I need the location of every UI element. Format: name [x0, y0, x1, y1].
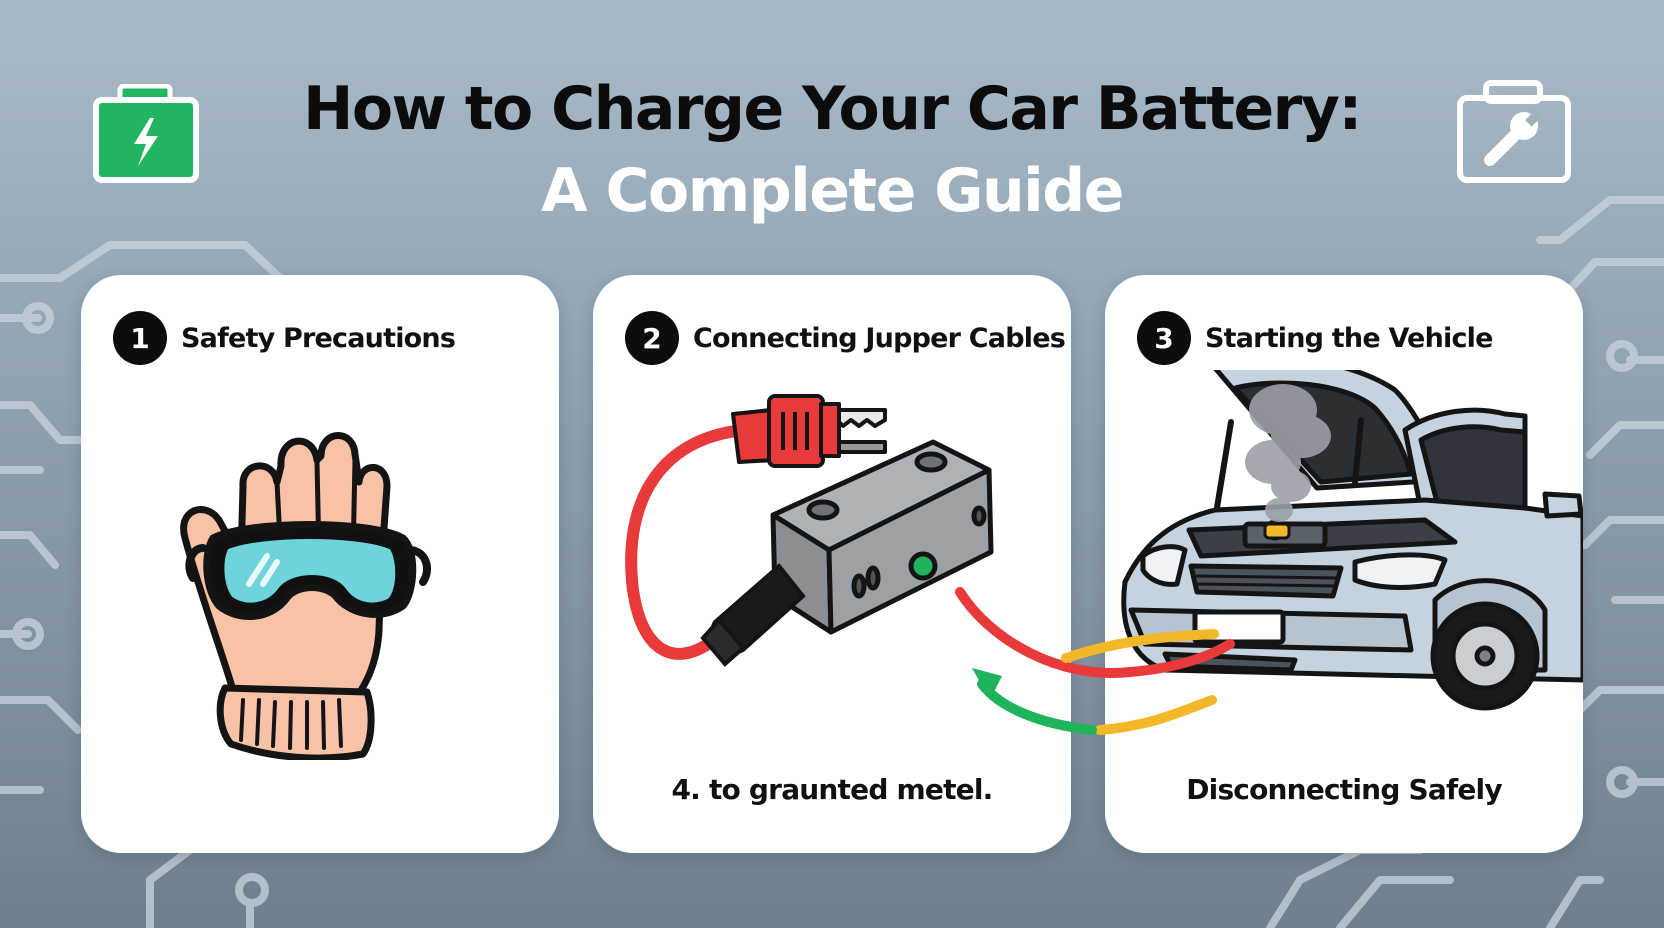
step-caption: Disconnecting Safely — [1186, 773, 1502, 806]
step-caption: 4. to graunted metel. — [671, 773, 994, 806]
step-header: 1 Safety Precautions — [113, 311, 456, 365]
page-title: How to Charge Your Car Battery: A Comple… — [0, 66, 1664, 230]
step-card-3: 3 Starting the Vehicle — [1105, 275, 1583, 853]
step-number-badge: 3 — [1137, 311, 1191, 365]
glove-goggles-icon — [180, 432, 431, 760]
step-header: 3 Starting the Vehicle — [1137, 311, 1493, 365]
step-title: Connecting Jupper Cables — [693, 322, 1066, 354]
step-title: Safety Precautions — [181, 322, 456, 354]
step-number-badge: 1 — [113, 311, 167, 365]
title-line-2: A Complete Guide — [541, 156, 1124, 226]
step-card-1: 1 Safety Precautions — [81, 275, 559, 853]
step-card-2: 2 Connecting Jupper Cables — [593, 275, 1071, 853]
title-line-1: How to Charge Your Car Battery: — [303, 74, 1362, 144]
step-number-badge: 2 — [625, 311, 679, 365]
jumper-cable-clamp-icon — [625, 394, 994, 667]
step-title: Starting the Vehicle — [1205, 322, 1493, 354]
battery-wrench-icon — [1457, 80, 1571, 183]
car-open-hood-icon — [1121, 370, 1583, 711]
battery-charge-icon — [93, 84, 199, 183]
step-header: 2 Connecting Jupper Cables — [625, 311, 1066, 365]
